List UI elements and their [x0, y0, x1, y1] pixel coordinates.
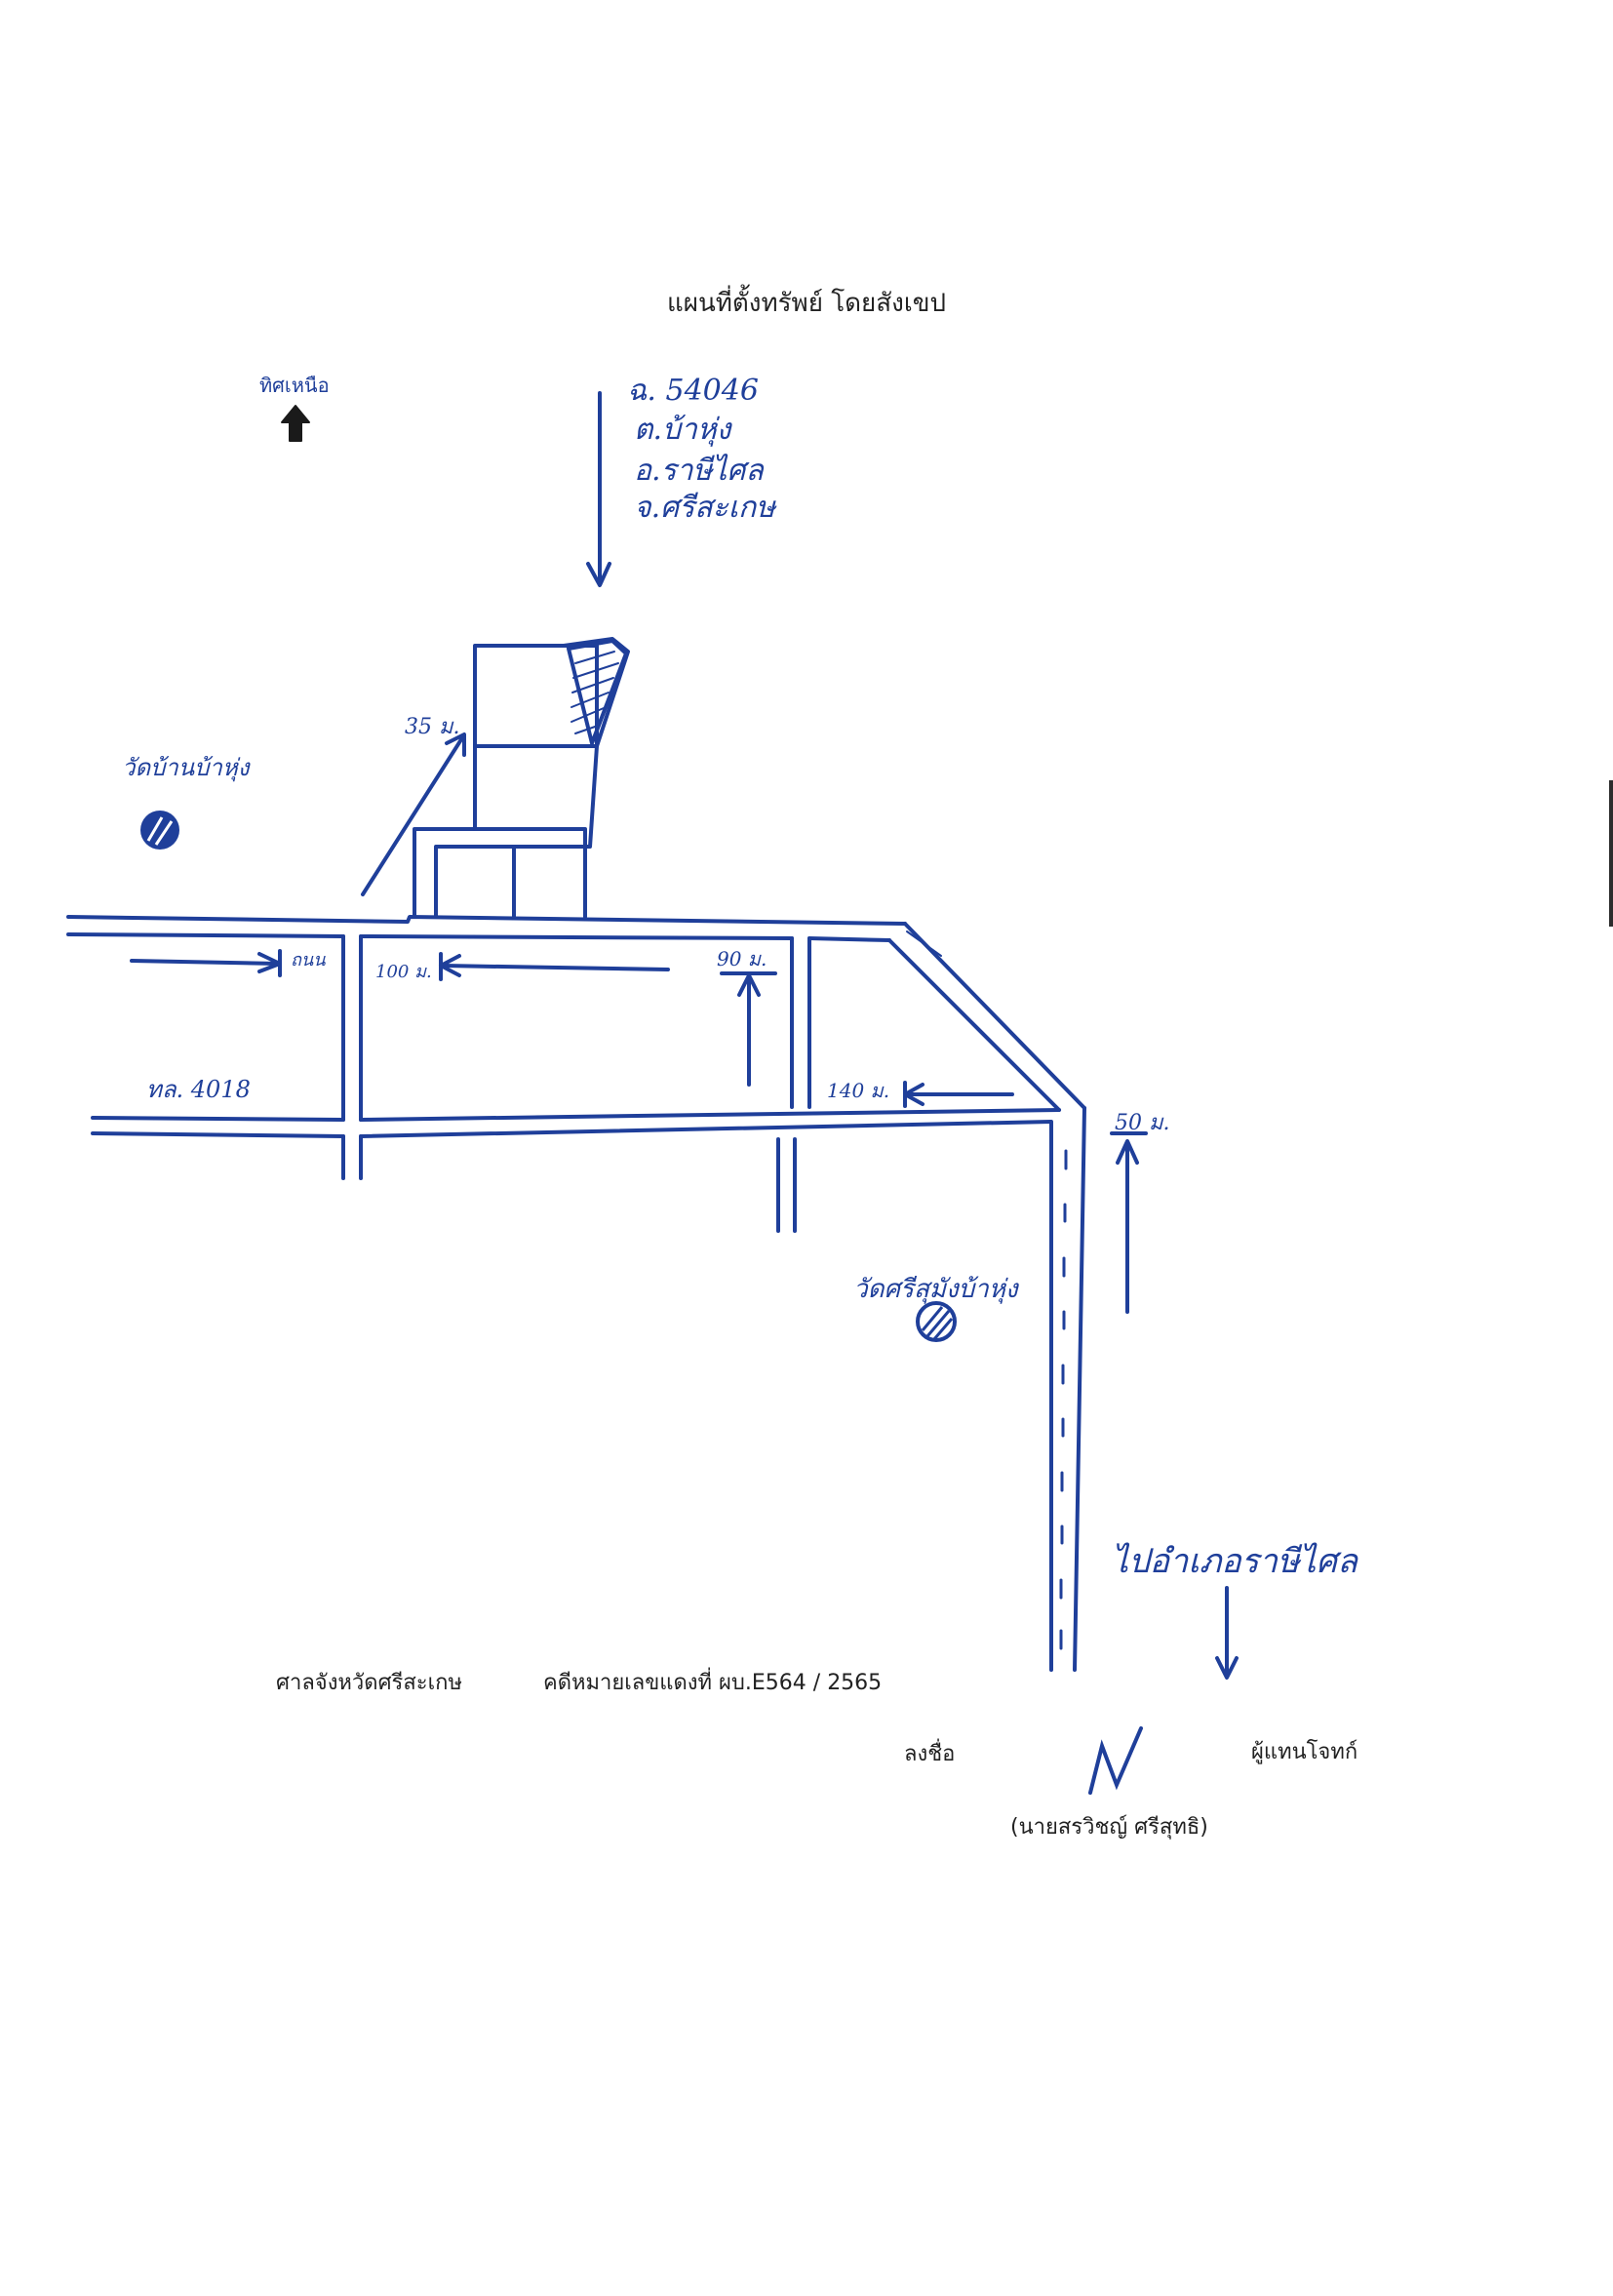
road-diagonal [887, 922, 1086, 1112]
court-name: ศาลจังหวัดศรีสะเกษ [276, 1671, 462, 1695]
road-upper [66, 915, 907, 942]
case-sep: / [812, 1671, 821, 1695]
road-highway [91, 1106, 1086, 1672]
highway-label: ทล. 4018 [146, 1076, 251, 1103]
case-label: คดีหมายเลขแดงที่ ผบ. [543, 1671, 752, 1695]
arrow-35m [361, 732, 466, 896]
north-arrow-icon [281, 405, 310, 442]
map-title: แผนที่ตั้งทรัพย์ โดยสังเขป [666, 289, 947, 318]
dist-100: 100 ม. [375, 962, 432, 982]
arrow-140m [903, 1083, 1014, 1106]
parcel-deed: ฉ. 54046 [627, 374, 759, 408]
dist-90: 90 ม. [717, 947, 767, 970]
arrow-50m [1116, 1139, 1139, 1314]
case-no: E564 [751, 1671, 806, 1695]
scan-edge [1609, 780, 1613, 927]
case-year: 2565 [827, 1671, 883, 1695]
sign-label: ลงชื่อ [904, 1742, 956, 1766]
signer-role: ผู้แทนโจทก์ [1251, 1740, 1358, 1764]
temple-south-icon [916, 1301, 957, 1342]
temple-north-icon [140, 811, 179, 850]
dist-50: 50 ม. [1115, 1111, 1169, 1135]
arrow-to-town [1215, 1586, 1239, 1680]
signer-name: (นายสรวิชญ์ ศรีสุทธิ) [1010, 1815, 1208, 1840]
building-outline [413, 637, 630, 919]
arrow-90m [737, 973, 761, 1087]
parcel-province: จ.ศรีสะเกษ [634, 491, 777, 525]
dist-35: 35 ม. [405, 715, 459, 739]
parcel-subdistrict: ต.บ้าหุ่ง [634, 413, 733, 447]
dist-left: ถนน [291, 950, 326, 970]
case-number: คดีหมายเลขแดงที่ ผบ.E564 / 2565 [543, 1665, 882, 1699]
to-town-label: ไปอำเภอราษีไศล [1112, 1542, 1359, 1581]
signature [1088, 1726, 1143, 1795]
temple-south-label: วัดศรีสุมังบ้าหุ่ง [853, 1275, 1020, 1304]
road-connectors [341, 934, 811, 1233]
arrow-left-road [130, 952, 282, 973]
arrow-100m [439, 954, 670, 977]
parcel-district: อ.ราษีไศล [634, 454, 765, 488]
pointer-arrow [586, 391, 611, 587]
north-label: ทิศเหนือ [259, 374, 330, 397]
temple-north-label: วัดบ้านบ้าหุ่ง [122, 754, 252, 782]
dist-140: 140 ม. [827, 1079, 889, 1102]
